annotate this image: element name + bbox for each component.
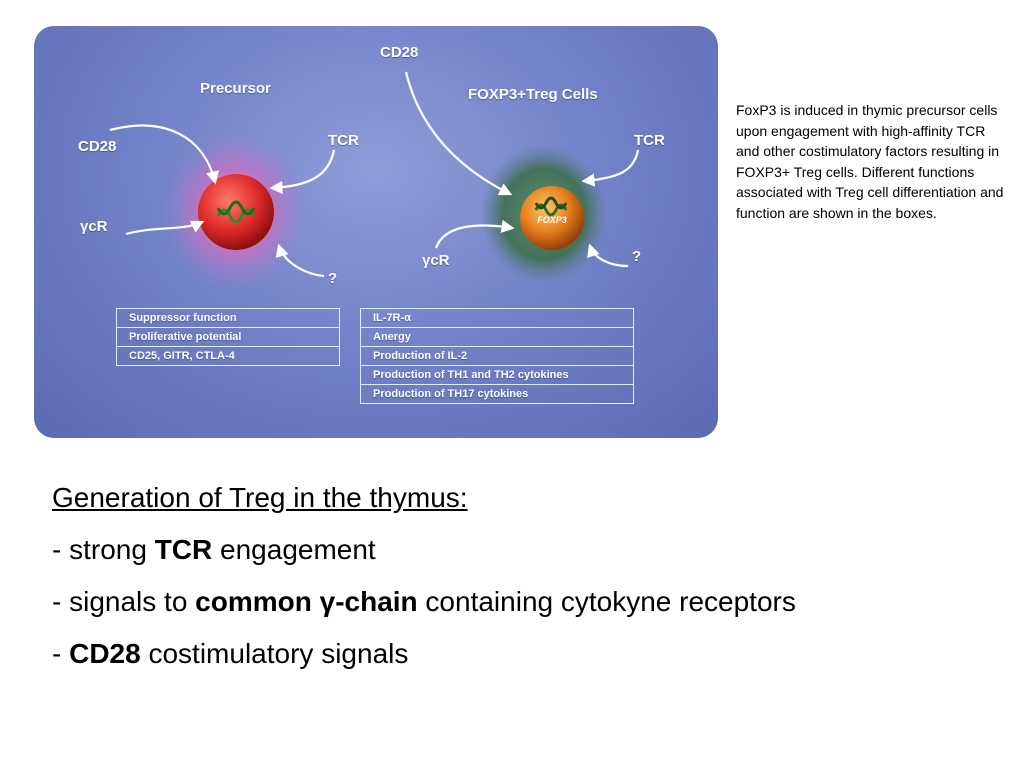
figure-caption: FoxP3 is induced in thymic precursor cel… <box>736 102 1004 221</box>
treg-functions-box: IL-7R-α Anergy Production of IL-2 Produc… <box>360 308 634 404</box>
treg-function-row: Production of TH1 and TH2 cytokines <box>361 366 633 385</box>
precursor-function-row: CD25, GITR, CTLA-4 <box>129 350 235 362</box>
cd28-arrow <box>404 71 513 196</box>
treg-function-row: IL-7R-α <box>361 309 633 328</box>
precursor-cd28-label: CD28 <box>78 138 117 155</box>
bullet-bold: TCR <box>154 534 213 565</box>
question-arrow <box>275 243 325 278</box>
diagram-graphics: FOXP3 <box>109 71 640 291</box>
precursor-functions-box: Suppressor function Proliferative potent… <box>116 308 340 366</box>
precursor-function-row: Proliferative potential <box>117 328 339 347</box>
precursor-nucleus <box>198 174 274 250</box>
tcr-arrow <box>581 149 640 187</box>
treg-function-row: Anergy <box>361 328 633 347</box>
gcr-arrow <box>434 219 515 249</box>
dna-icon <box>534 203 568 217</box>
precursor-gcr-label: γcR <box>80 218 108 235</box>
precursor-tcr-label: TCR <box>328 132 359 149</box>
dna-icon <box>534 196 568 210</box>
treg-function-row: Production of TH17 cytokines <box>373 388 529 400</box>
bullet-list: Generation of Treg in the thymus: - stro… <box>52 472 1002 680</box>
treg-tcr-label: TCR <box>634 132 665 149</box>
cd28-arrow <box>109 124 219 185</box>
bullet-item: - CD28 costimulatory signals <box>52 628 1002 680</box>
treg-cd28-label: CD28 <box>380 44 419 61</box>
foxp3-nucleus-label: FOXP3 <box>537 215 567 225</box>
treg-function-row: Production of IL-2 <box>361 347 633 366</box>
bullet-item: - signals to common γ-chain containing c… <box>52 576 1002 628</box>
question-arrow <box>587 243 629 268</box>
bullet-heading: Generation of Treg in the thymus: <box>52 482 468 513</box>
bullet-text: engagement <box>212 534 376 565</box>
treg-question-label: ? <box>632 248 642 265</box>
dna-icon <box>216 208 256 224</box>
bullet-text: - signals to <box>52 586 196 617</box>
treg-diagram: FOXP3 Precursor FOXP3+Treg Cells CD28 TC… <box>34 26 718 438</box>
dna-icon <box>216 200 256 216</box>
bullet-text: - <box>52 638 70 669</box>
bullet-bold: CD28 <box>69 638 141 669</box>
precursor-title: Precursor <box>200 80 271 97</box>
treg-gcr-label: γcR <box>422 252 450 269</box>
tcr-arrow <box>269 149 336 195</box>
precursor-function-row: Suppressor function <box>117 309 339 328</box>
treg-title: FOXP3+Treg Cells <box>468 86 598 103</box>
bullet-bold: common γ-chain <box>195 586 418 617</box>
precursor-question-label: ? <box>328 270 338 287</box>
bullet-text: costimulatory signals <box>140 638 409 669</box>
gcr-arrow <box>125 220 205 236</box>
bullet-text: containing cytokyne receptors <box>417 586 796 617</box>
bullet-item: - strong TCR engagement <box>52 524 1002 576</box>
bullet-text: - strong <box>52 534 155 565</box>
treg-nucleus <box>520 186 584 250</box>
